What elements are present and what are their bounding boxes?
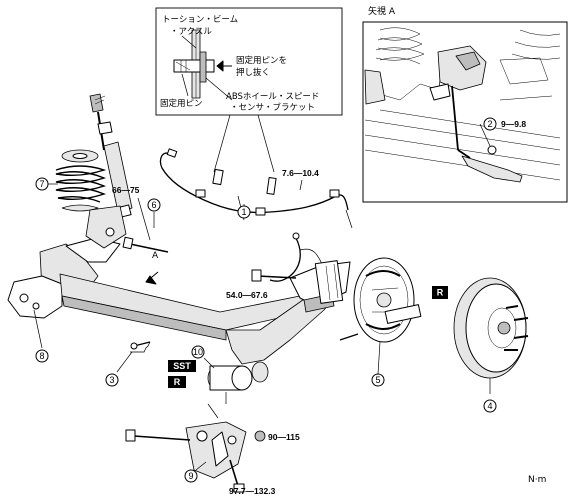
abs-sensor-bracket <box>199 51 207 83</box>
replace-mark-left: R <box>168 376 186 388</box>
r-label-left: R <box>174 377 181 387</box>
part-10: 10 <box>193 347 203 357</box>
part-4-circle <box>483 399 497 413</box>
part-callouts: 1 3 4 5 6 7 8 9 10 <box>33 177 497 483</box>
pin-detail-callout: トーション・ビーム ・アクスル 固定用ピンを 押し抜く 固定用ピン ABSホイー… <box>155 7 343 116</box>
bushing <box>207 361 269 404</box>
push-arrow-icon <box>216 60 232 72</box>
torque-1: 7.6—10.4 <box>282 168 319 178</box>
view-a-inset: 矢視 A 2 9—9.8 <box>362 5 568 203</box>
torque-values: 7.6—10.4 66—75 54.0—67.6 90—115 97.7—132… <box>112 168 319 496</box>
view-a-link-bracket <box>461 155 523 183</box>
torsion-beam-axle <box>7 205 351 365</box>
part-6: 6 <box>151 200 156 210</box>
r-label-right: R <box>437 288 444 298</box>
part-7: 7 <box>39 179 44 189</box>
part-3-circle <box>105 373 119 387</box>
torque-unit: N·m <box>528 475 546 485</box>
part-5-circle <box>371 373 385 387</box>
view-a-item-2-circle <box>483 117 497 131</box>
brake-drum <box>453 277 529 379</box>
torque-3: 54.0—67.6 <box>226 290 268 300</box>
torque-5: 97.7—132.3 <box>229 486 276 496</box>
callout-abs-label-2: ・センサ・ブラケット <box>230 102 315 113</box>
callout-pin-action-2: 押し抜く <box>236 67 270 78</box>
direction-arrow-a: A <box>145 251 159 285</box>
part-9: 9 <box>188 471 193 481</box>
brake-backing-plate <box>353 257 422 343</box>
left-spring-seat <box>85 205 127 249</box>
direction-a-label: A <box>152 251 159 261</box>
part-4: 4 <box>487 401 492 411</box>
part-6-circle <box>147 198 161 212</box>
part-5: 5 <box>375 375 380 385</box>
bolt-54-67 <box>251 269 297 282</box>
part-10-circle <box>191 345 205 359</box>
replace-mark-right: R <box>432 286 448 299</box>
callout-pin-label: 固定用ピン <box>160 98 203 109</box>
speed-sensor <box>130 333 359 353</box>
part-1-circle <box>237 205 251 219</box>
view-a-title: 矢視 A <box>368 5 396 17</box>
sst-mark: SST <box>168 360 196 372</box>
axle-bracket <box>125 403 266 493</box>
view-a-torque: 9—9.8 <box>501 119 526 129</box>
bolt-66-75 <box>122 197 169 253</box>
coil-spring <box>55 149 107 212</box>
part-3: 3 <box>109 375 114 385</box>
trailing-arm-bush <box>7 275 63 319</box>
sst-label: SST <box>173 361 191 371</box>
fixing-pin <box>173 59 215 73</box>
callout-pin-action-1: 固定用ピンを <box>236 55 287 66</box>
torque-4: 90—115 <box>268 432 300 442</box>
part-9-circle <box>184 469 198 483</box>
view-a-item-2: 2 <box>487 119 492 129</box>
part-8-circle <box>35 349 49 363</box>
part-7-circle <box>35 177 49 191</box>
callout-abs-label-1: ABSホイール・スピード <box>226 92 319 102</box>
callout-beam-label-2: ・アクスル <box>170 27 212 37</box>
torque-2: 66—75 <box>112 185 140 195</box>
part-1: 1 <box>241 207 246 217</box>
callout-beam-label-1: トーション・ビーム <box>162 15 238 25</box>
abs-sensor-harness <box>159 148 353 282</box>
part-8: 8 <box>39 351 44 361</box>
